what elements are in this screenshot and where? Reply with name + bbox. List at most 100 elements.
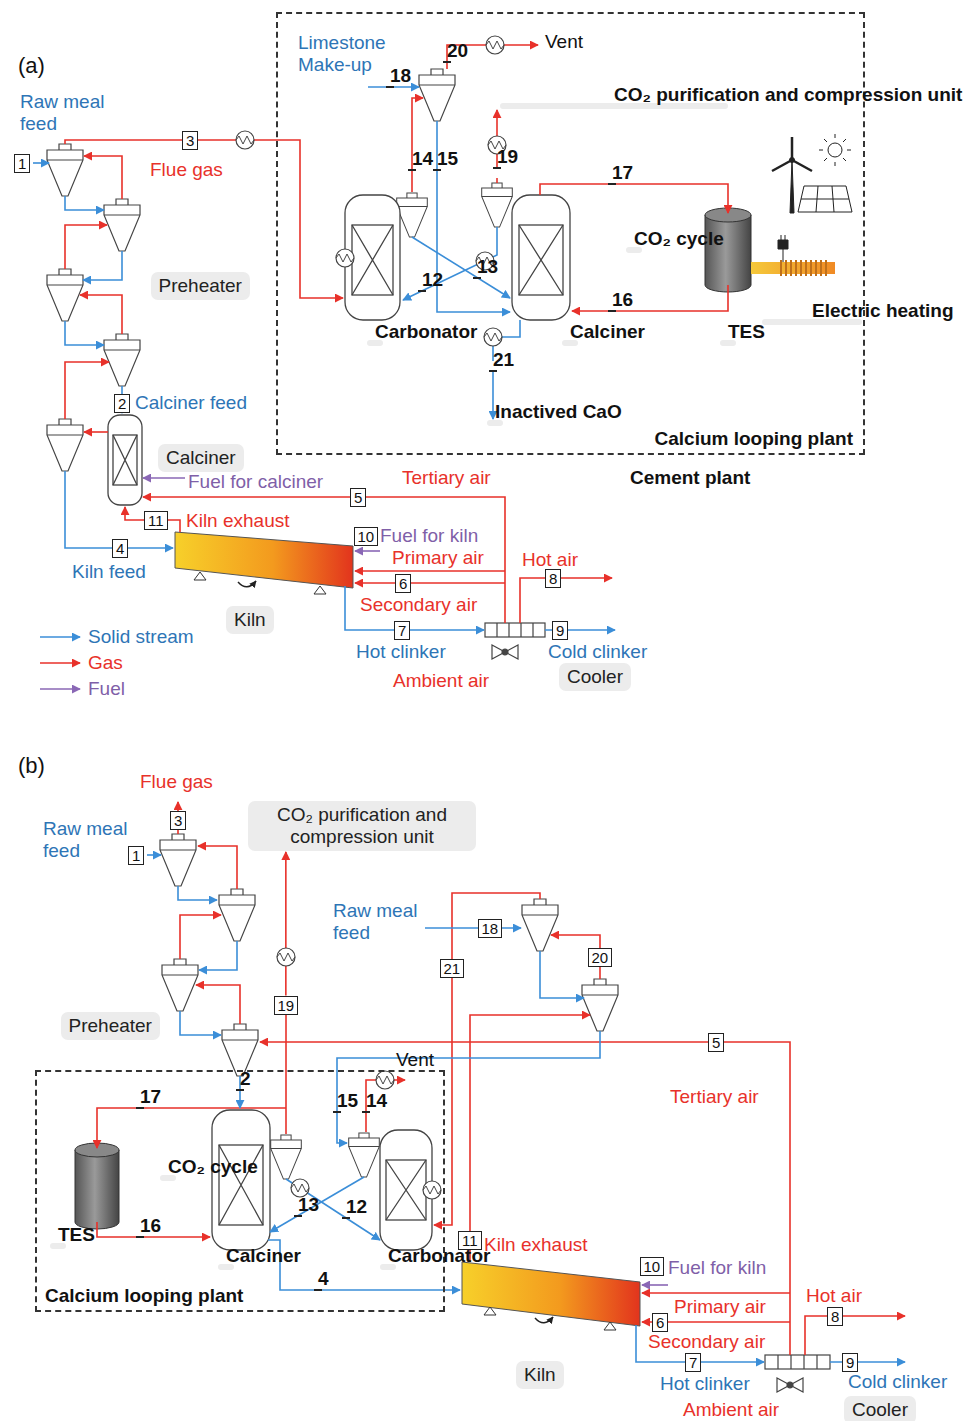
stream-label: Fuel for calciner bbox=[188, 471, 323, 493]
stream-number: 16 bbox=[136, 1236, 144, 1238]
node-text: 9 bbox=[556, 622, 564, 639]
node-text: 16 bbox=[140, 1217, 161, 1234]
stream-number: 8 bbox=[827, 1307, 843, 1326]
stream-number: 18 bbox=[478, 919, 503, 938]
stream-number: 16 bbox=[608, 310, 616, 312]
cyclone bbox=[222, 1024, 258, 1076]
node-text: CO₂ purification and compression unit bbox=[614, 84, 962, 106]
unit-label: Inactived CaO bbox=[487, 420, 503, 426]
node-text: Calcium looping plant bbox=[655, 428, 853, 450]
cyclone bbox=[219, 889, 255, 941]
gas-stream bbox=[520, 578, 612, 623]
stream-number: 21 bbox=[489, 370, 497, 372]
gas-stream bbox=[286, 178, 497, 1134]
node-text: Calcium looping plant bbox=[45, 1285, 243, 1307]
renewable-power-icon bbox=[790, 160, 794, 213]
node-text: 16 bbox=[612, 291, 633, 308]
gas-stream bbox=[97, 1108, 286, 1148]
stream-label: Kiln exhaust bbox=[484, 1234, 588, 1256]
gas-stream bbox=[125, 507, 180, 532]
gas-stream bbox=[84, 431, 108, 433]
electric-heater bbox=[751, 260, 835, 276]
gas-stream bbox=[198, 846, 237, 889]
gas-stream bbox=[642, 1292, 790, 1294]
node-text: 12 bbox=[346, 1198, 367, 1215]
stream-label: Flue gas bbox=[140, 771, 213, 793]
stream-number: 13 bbox=[294, 1215, 302, 1217]
unit-label: Calciner bbox=[218, 1264, 234, 1270]
gas-stream bbox=[65, 225, 107, 269]
node-text: 20 bbox=[447, 42, 468, 59]
node-text: 21 bbox=[493, 351, 514, 368]
clinker-cooler bbox=[777, 1378, 803, 1392]
solid-stream bbox=[368, 86, 419, 88]
node-text: 18 bbox=[482, 920, 499, 937]
solid-stream bbox=[345, 586, 484, 630]
cyclone bbox=[47, 419, 83, 471]
node-text: 1 bbox=[18, 155, 26, 172]
stream-number: 14 bbox=[362, 1111, 370, 1113]
plant-boundary: Calcium looping plant2018CO₂ purificatio… bbox=[276, 12, 865, 455]
node-text: Preheater bbox=[69, 1015, 152, 1036]
gas-stream bbox=[805, 1316, 905, 1355]
unit-label: Cooler bbox=[844, 1396, 916, 1421]
clinker-cooler bbox=[492, 645, 518, 659]
unit-label: TES bbox=[50, 1243, 66, 1249]
cyclone bbox=[47, 144, 83, 196]
solid-stream bbox=[83, 251, 122, 280]
unit-label: Kiln bbox=[226, 606, 274, 634]
stream-number: 12 bbox=[342, 1217, 350, 1219]
clinker-cooler bbox=[765, 1355, 830, 1369]
node-text: 2 bbox=[240, 1070, 251, 1087]
reactor-vessel bbox=[113, 435, 137, 485]
stream-number: 6 bbox=[652, 1313, 668, 1332]
stream-number: 10 bbox=[640, 1257, 665, 1276]
heat-exchanger bbox=[236, 131, 254, 149]
node-text: 19 bbox=[497, 148, 518, 165]
node-text: 21 bbox=[444, 960, 461, 977]
kiln bbox=[462, 1262, 640, 1326]
node-text: Calciner bbox=[226, 1245, 301, 1267]
stream-number: 19 bbox=[274, 996, 299, 1015]
solid-stream bbox=[180, 1011, 221, 1035]
stream-label: Fuel for kiln bbox=[380, 525, 478, 547]
stream-number: 1 bbox=[128, 846, 144, 865]
stream-connector bbox=[285, 852, 287, 996]
reactor-vessel bbox=[352, 225, 393, 295]
unit-label: Cooler bbox=[559, 663, 631, 691]
reactor-vessel bbox=[108, 195, 570, 1250]
stream-label: Cold clinker bbox=[848, 1371, 947, 1393]
node-text: Calciner bbox=[166, 447, 236, 468]
stream-label: Calciner feed bbox=[135, 392, 247, 414]
node-text: 5 bbox=[354, 489, 362, 506]
node-text: 3 bbox=[174, 812, 182, 829]
stream-label: Cement plant bbox=[630, 467, 750, 489]
gas-stream bbox=[470, 1015, 590, 1262]
node-text: Preheater bbox=[159, 275, 242, 296]
stream-number: 4 bbox=[314, 1289, 322, 1291]
renewable-power-icon bbox=[819, 134, 851, 166]
node-text: 19 bbox=[278, 997, 295, 1014]
heat-exchanger bbox=[376, 1071, 394, 1089]
stream-number: 3 bbox=[182, 131, 198, 150]
node-text: CO₂ cycle bbox=[168, 1156, 258, 1178]
stream-label: Vent bbox=[396, 1049, 434, 1071]
cyclone bbox=[397, 193, 428, 237]
stream-label: (a) bbox=[18, 55, 45, 77]
unit-label: Preheater bbox=[151, 272, 250, 300]
reactor-vessel bbox=[519, 225, 563, 295]
renewable-power-icon bbox=[798, 186, 852, 212]
solid-stream bbox=[540, 951, 584, 998]
stream-number: 13 bbox=[473, 277, 481, 279]
cyclone bbox=[104, 199, 140, 251]
renewable-power-icon bbox=[781, 235, 785, 262]
node-text: 10 bbox=[358, 528, 375, 545]
stream-number: 9 bbox=[842, 1353, 858, 1372]
stream-number: 20 bbox=[443, 61, 451, 63]
fuel-stream bbox=[40, 688, 80, 690]
stream-number: 2 bbox=[236, 1089, 244, 1091]
heat-exchanger bbox=[486, 36, 504, 54]
node-text: 14 bbox=[412, 150, 433, 167]
legend-text: Fuel bbox=[88, 678, 125, 700]
